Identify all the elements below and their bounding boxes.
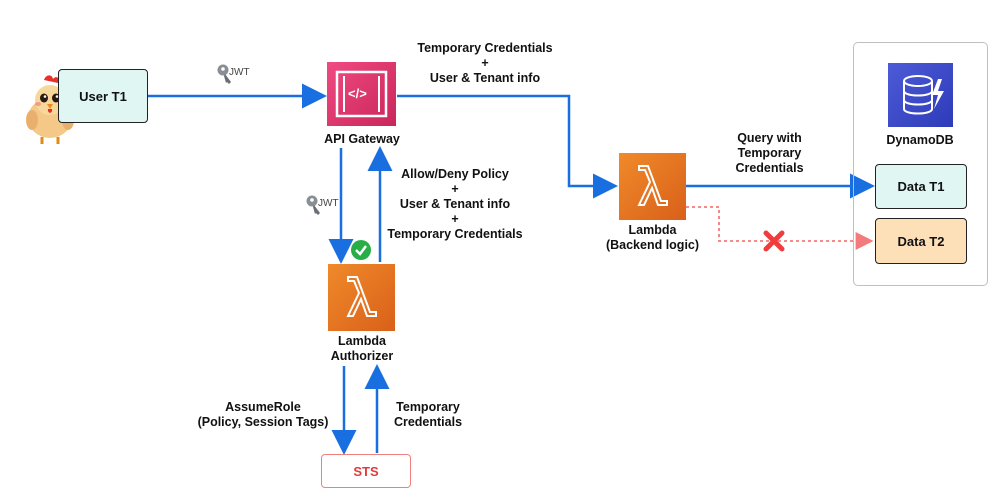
user-t1-label: User T1 — [79, 88, 127, 104]
assume-role-label: AssumeRole (Policy, Session Tags) — [197, 400, 329, 429]
dynamodb-container — [853, 42, 988, 286]
sts-credentials-label: Temporary Credentials — [393, 400, 463, 429]
dynamodb-label: DynamoDB — [886, 133, 954, 147]
lambda-backend-label: Lambda (Backend logic) — [605, 223, 700, 252]
lambda-authorizer-label: Lambda Authorizer — [330, 334, 394, 363]
data-t2-box[interactable]: Data T2 — [875, 218, 967, 264]
jwt-label: JWT — [318, 198, 339, 209]
sts-label: STS — [353, 463, 379, 479]
dynamodb-icon — [888, 63, 953, 127]
authorizer-response-label: Allow/Deny Policy + User & Tenant info +… — [387, 167, 523, 241]
api-gateway-label: API Gateway — [324, 132, 400, 146]
api-gateway-icon[interactable]: </> — [327, 62, 396, 126]
data-t1-box[interactable]: Data T1 — [875, 164, 967, 209]
check-icon — [351, 240, 371, 260]
gateway-to-backend-label: Temporary Credentials + User & Tenant in… — [417, 41, 553, 85]
jwt-label: JWT — [229, 67, 250, 78]
arrow-gateway-to-backend — [397, 94, 618, 199]
key-icon — [217, 64, 231, 84]
data-t1-label: Data T1 — [897, 179, 945, 194]
query-label: Query with Temporary Credentials — [735, 131, 804, 175]
arrow-backend-to-data-t2-denied — [686, 206, 874, 250]
jwt-key-top: JWT — [216, 63, 256, 87]
data-t2-label: Data T2 — [897, 233, 945, 249]
key-icon — [306, 195, 320, 215]
sts-box[interactable]: STS — [321, 454, 411, 488]
jwt-key-side: JWT — [305, 194, 345, 218]
user-t1-box[interactable]: User T1 — [58, 69, 148, 123]
lambda-backend-icon[interactable] — [619, 153, 686, 220]
lambda-authorizer-icon[interactable] — [328, 264, 395, 331]
deny-x-icon — [762, 229, 786, 253]
